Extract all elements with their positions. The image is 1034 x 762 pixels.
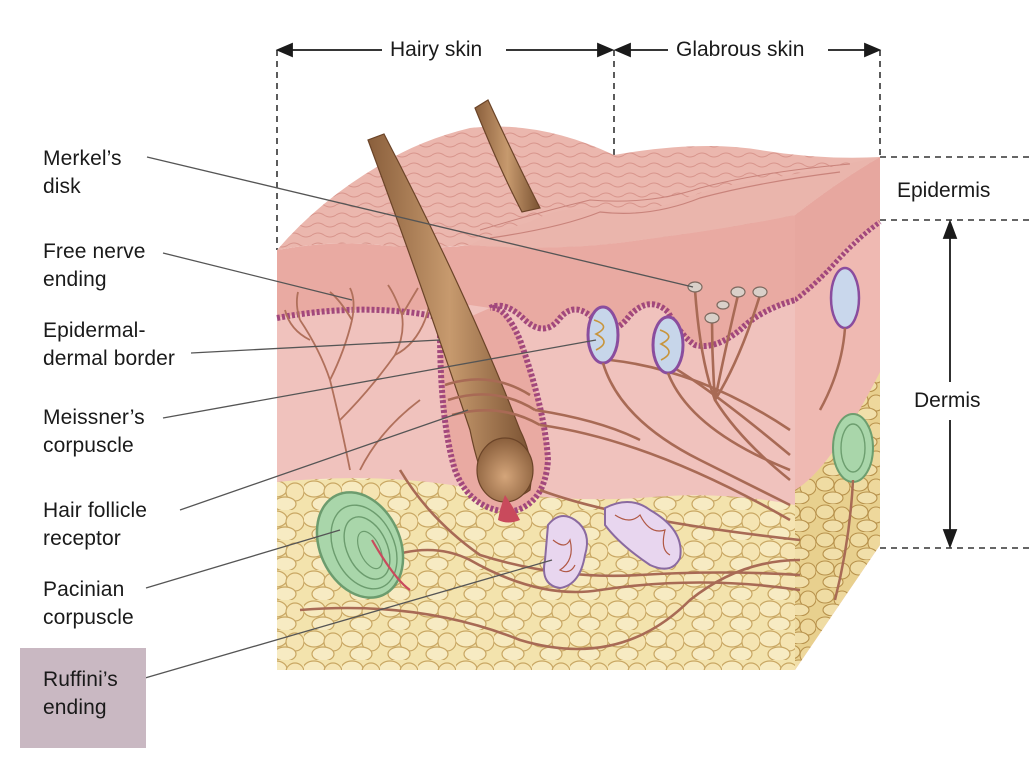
- label-pacinian-corpuscle: Pacinian corpuscle: [43, 578, 134, 629]
- ruffini-highlight-box: [20, 648, 146, 748]
- hairs: [367, 99, 541, 523]
- hairy-skin-label: Hairy skin: [386, 37, 487, 63]
- label-hair-follicle-receptor: Hair follicle receptor: [43, 499, 147, 550]
- pacinian-corpuscle: [315, 491, 411, 599]
- epidermis-label: Epidermis: [897, 179, 991, 202]
- dashed-guides: [276, 50, 1030, 549]
- meissner-corpuscles: [586, 305, 791, 507]
- epidermal-dermal-border-line: [276, 297, 796, 349]
- glabrous-skin-label: Glabrous skin: [672, 37, 809, 63]
- dermis-label: Dermis: [914, 389, 981, 412]
- label-meissners-corpuscle: Meissner’s corpuscle: [43, 406, 145, 457]
- merkel-disks: [687, 281, 768, 324]
- ruffini-endings: [543, 501, 682, 590]
- leader-lines: [144, 156, 694, 679]
- header-arrows: [275, 42, 958, 549]
- label-free-nerve-ending: Free nerve ending: [43, 240, 146, 291]
- block-side-face: [793, 157, 882, 670]
- label-epidermal-dermal-border: Epidermal- dermal border: [43, 319, 176, 370]
- label-ruffinis-ending: Ruffini’s ending: [43, 668, 118, 719]
- label-merkels-disk: Merkel’s disk: [43, 147, 122, 198]
